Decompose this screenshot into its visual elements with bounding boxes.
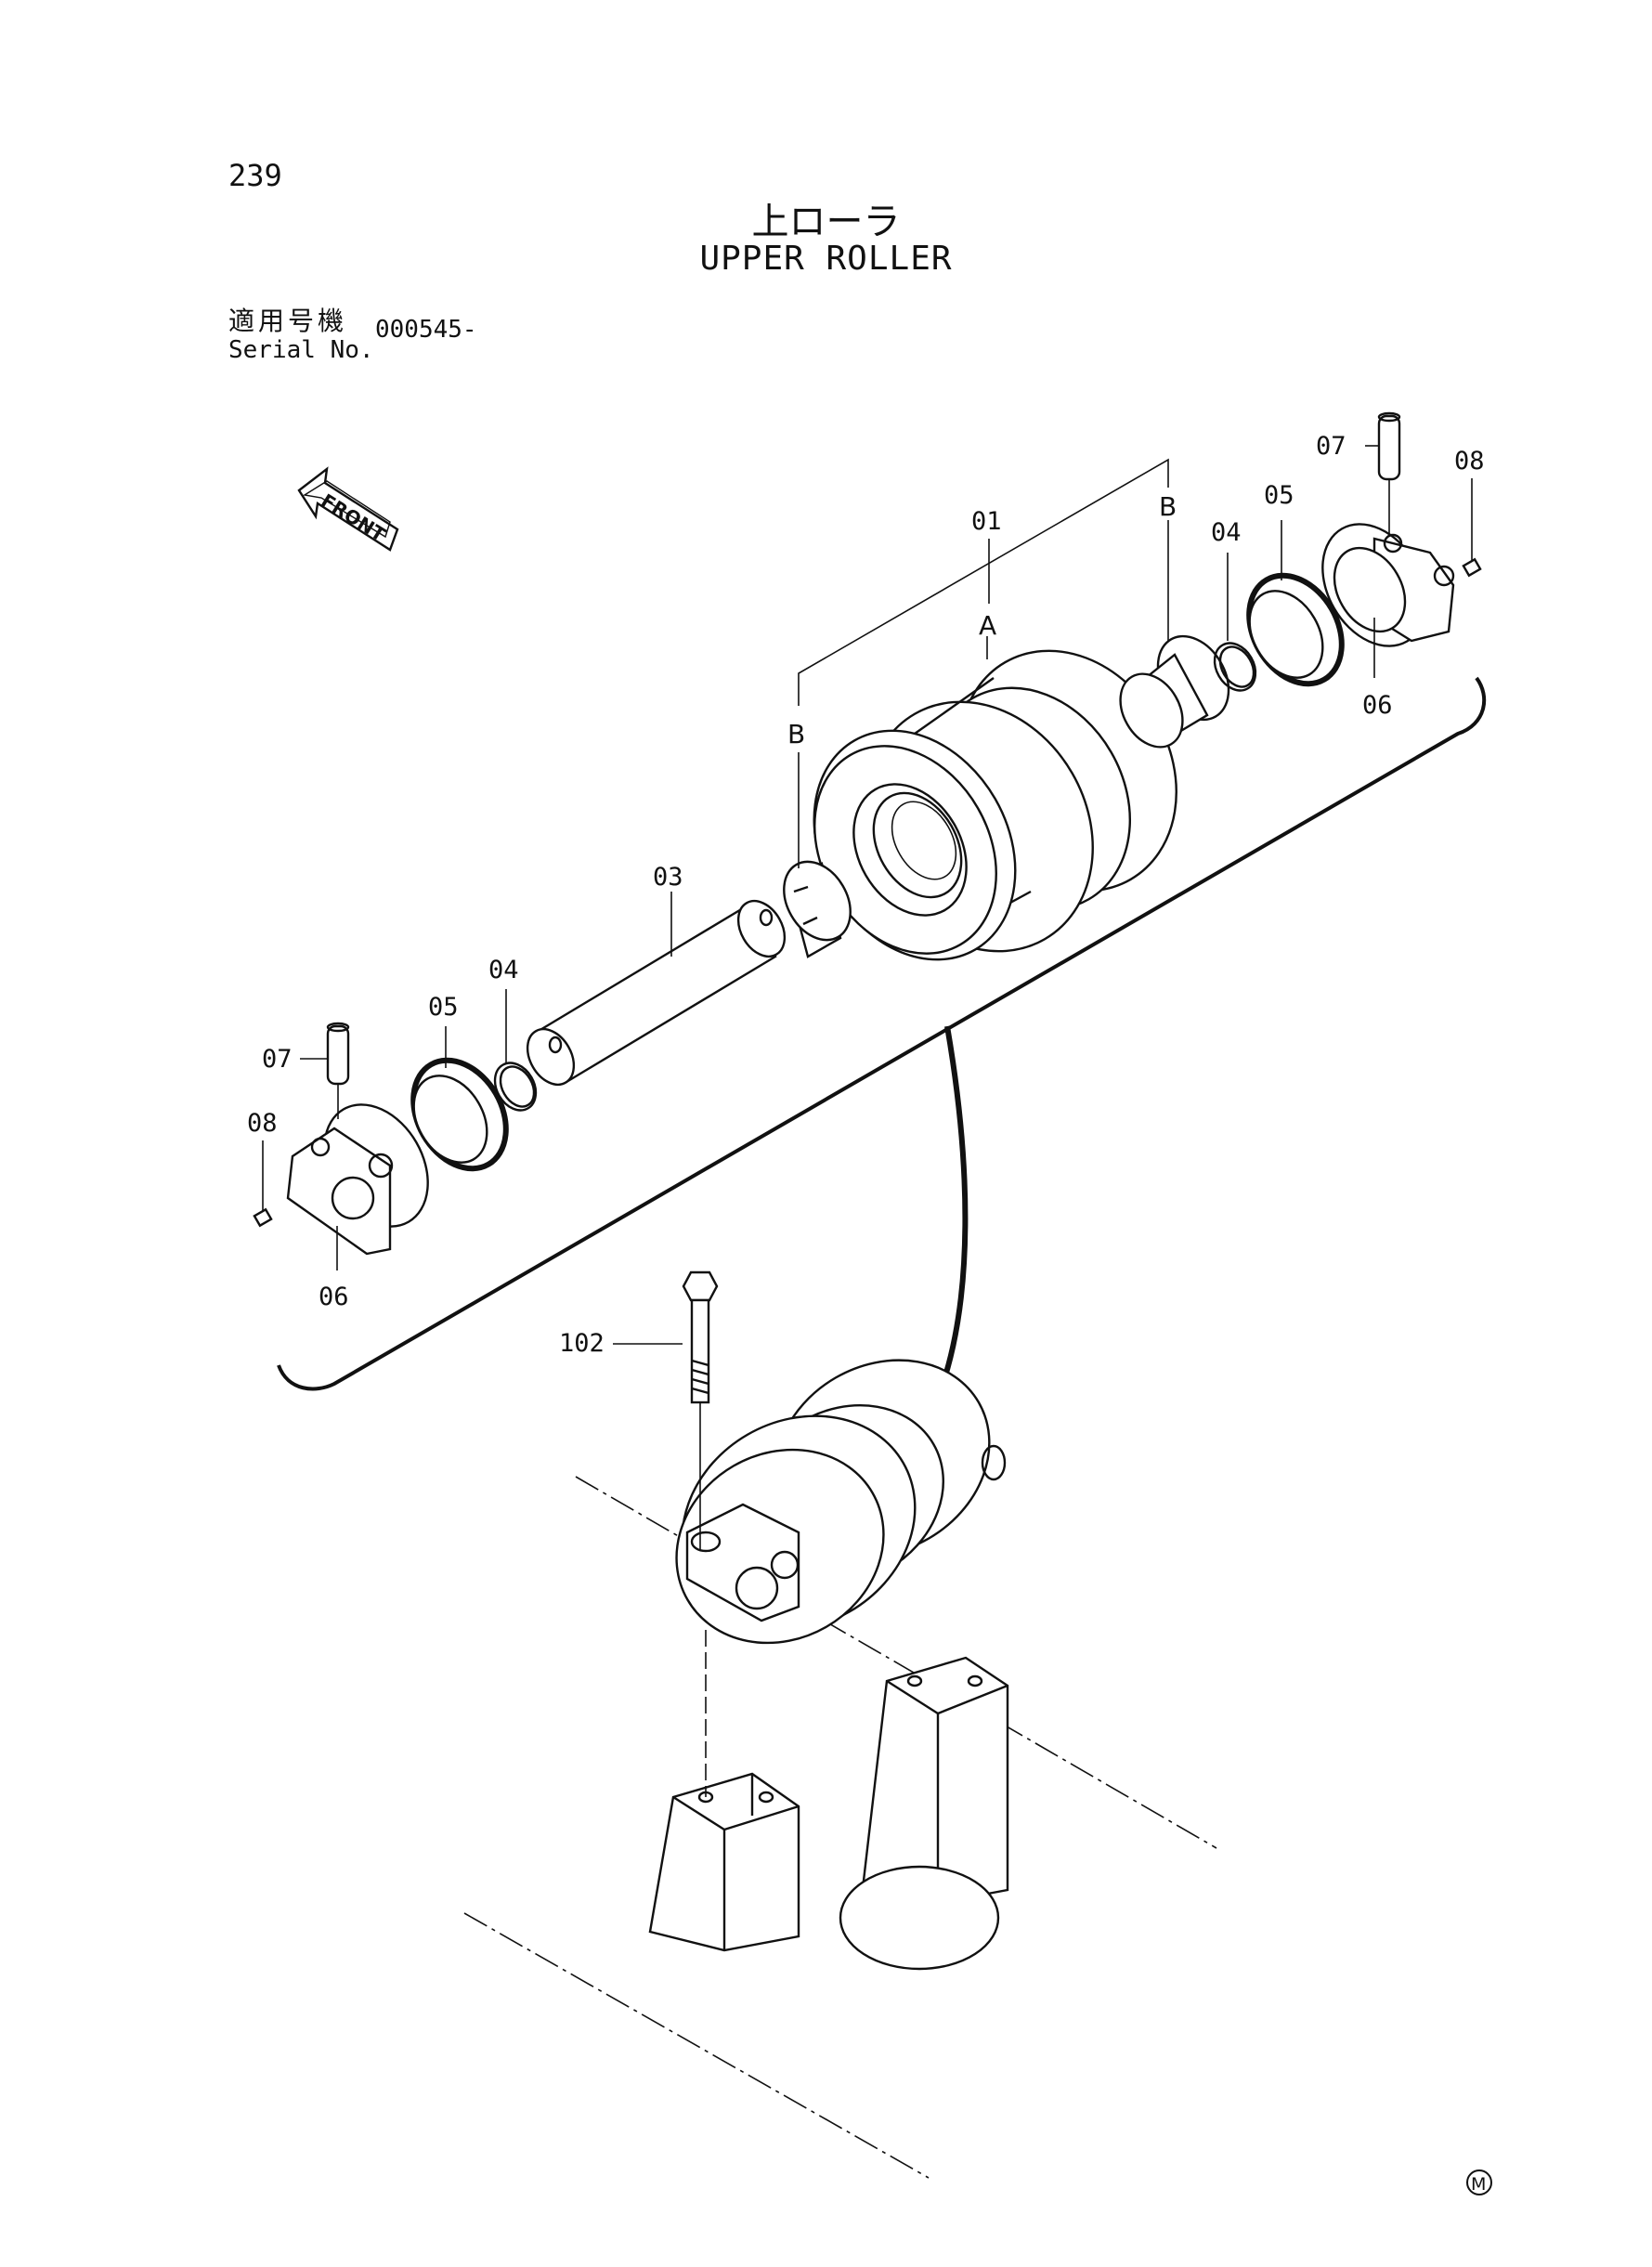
callout-B-left: B xyxy=(787,719,805,749)
support-bracket-left xyxy=(286,1103,429,1256)
bushing-left xyxy=(783,860,852,958)
callout-05-left: 05 xyxy=(428,993,459,1022)
bushing-right xyxy=(1119,634,1230,749)
bolt xyxy=(682,1270,719,1551)
callout-07-left: 07 xyxy=(262,1045,293,1074)
plug-right xyxy=(1462,557,1482,578)
callout-01: 01 xyxy=(971,507,1002,536)
assembly-connector-line xyxy=(935,1025,969,1400)
exploded-view-frame xyxy=(277,676,1487,1391)
callout-06-right: 06 xyxy=(1362,691,1393,720)
support-bracket-right xyxy=(1321,523,1455,647)
callout-102: 102 xyxy=(559,1329,605,1358)
callout-08-left: 08 xyxy=(247,1109,278,1138)
callout-A: A xyxy=(979,610,996,641)
plug-left xyxy=(253,1207,273,1228)
callout-07-right: 07 xyxy=(1316,432,1346,461)
callout-B-right: B xyxy=(1159,491,1177,522)
serial-label: Serial No. xyxy=(228,336,374,364)
maker-mark-letter: M xyxy=(1471,2174,1486,2195)
floating-seal-right xyxy=(1246,572,1345,687)
serial-number-value: 000545- xyxy=(375,316,477,344)
pin-left xyxy=(326,1022,350,1086)
callout-04-right: 04 xyxy=(1211,518,1242,547)
front-arrow-icon: FRONT xyxy=(297,466,399,552)
assembled-roller-view xyxy=(463,1359,1217,2179)
o-ring-right xyxy=(1213,642,1257,692)
roller-body xyxy=(813,649,1177,961)
shaft xyxy=(526,899,787,1087)
callout-03: 03 xyxy=(653,863,683,892)
page-title-japanese: 上ローラ xyxy=(751,201,901,243)
callout-08-right: 08 xyxy=(1454,447,1485,476)
page-title: UPPER ROLLER xyxy=(699,240,953,278)
callout-06-left: 06 xyxy=(319,1283,349,1311)
maker-mark-icon: M xyxy=(1466,2169,1492,2195)
callout-04-left: 04 xyxy=(488,956,519,984)
floating-seal-left xyxy=(410,1057,509,1172)
callout-05-right: 05 xyxy=(1264,481,1294,510)
leader-lines xyxy=(262,445,1473,1345)
page-number: 239 xyxy=(228,158,282,193)
serial-label-japanese: 適用号機 xyxy=(228,306,348,336)
pin-right xyxy=(1377,411,1401,481)
